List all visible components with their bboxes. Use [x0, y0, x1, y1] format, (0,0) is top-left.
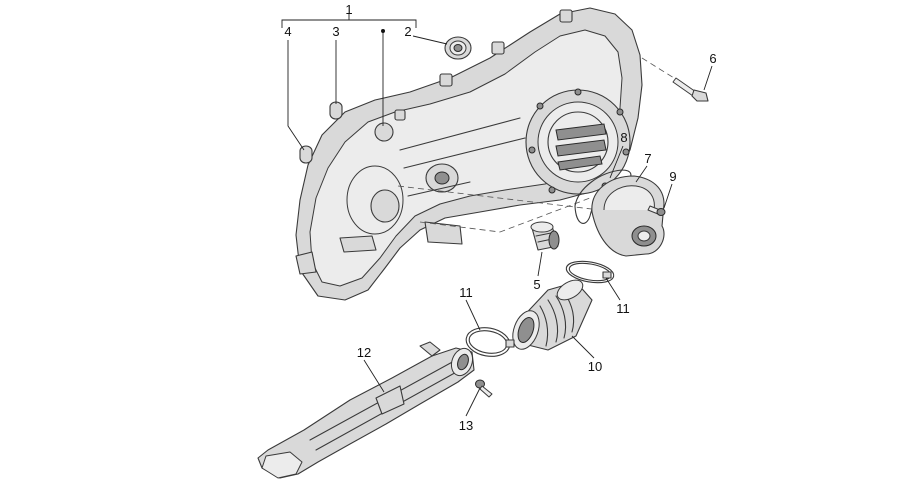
intake-duct-part-7	[591, 175, 665, 257]
reference-dot	[381, 29, 385, 33]
callout-labels: 1 4 3 2 6 8 7 9 5 11 11 10 12 13	[284, 2, 716, 433]
screw-part-9	[647, 205, 666, 216]
callout-5: 5	[533, 277, 540, 292]
hose-clamp-part-11b	[565, 260, 615, 284]
callout-13: 13	[459, 418, 473, 433]
assembly-line-7	[397, 185, 601, 211]
callout-6: 6	[709, 51, 716, 66]
callout-10: 10	[588, 359, 602, 374]
hose-clamp-part-11a	[465, 327, 515, 357]
assembly-line-5	[419, 197, 591, 233]
leader-lines	[281, 14, 713, 417]
callout-8: 8	[620, 130, 627, 145]
callout-2: 2	[404, 24, 411, 39]
screw-part-13	[475, 379, 493, 398]
bushing-part-3	[329, 101, 343, 120]
transmission-cover-part	[295, 7, 643, 301]
filter-plug-part-5	[530, 221, 560, 251]
callout-11-right: 11	[616, 301, 630, 316]
bearing-part-2	[444, 36, 472, 60]
bolt-part-6	[672, 77, 709, 102]
bushing-part-4	[299, 145, 313, 164]
callout-3: 3	[332, 24, 339, 39]
callout-11-left: 11	[459, 285, 473, 300]
callout-9: 9	[669, 169, 676, 184]
callout-4: 4	[284, 24, 291, 39]
callout-7: 7	[644, 151, 651, 166]
intake-tube-part-12	[257, 341, 475, 479]
callout-12: 12	[357, 345, 371, 360]
callout-1: 1	[345, 2, 352, 17]
bellows-hose-part-10	[512, 279, 593, 351]
